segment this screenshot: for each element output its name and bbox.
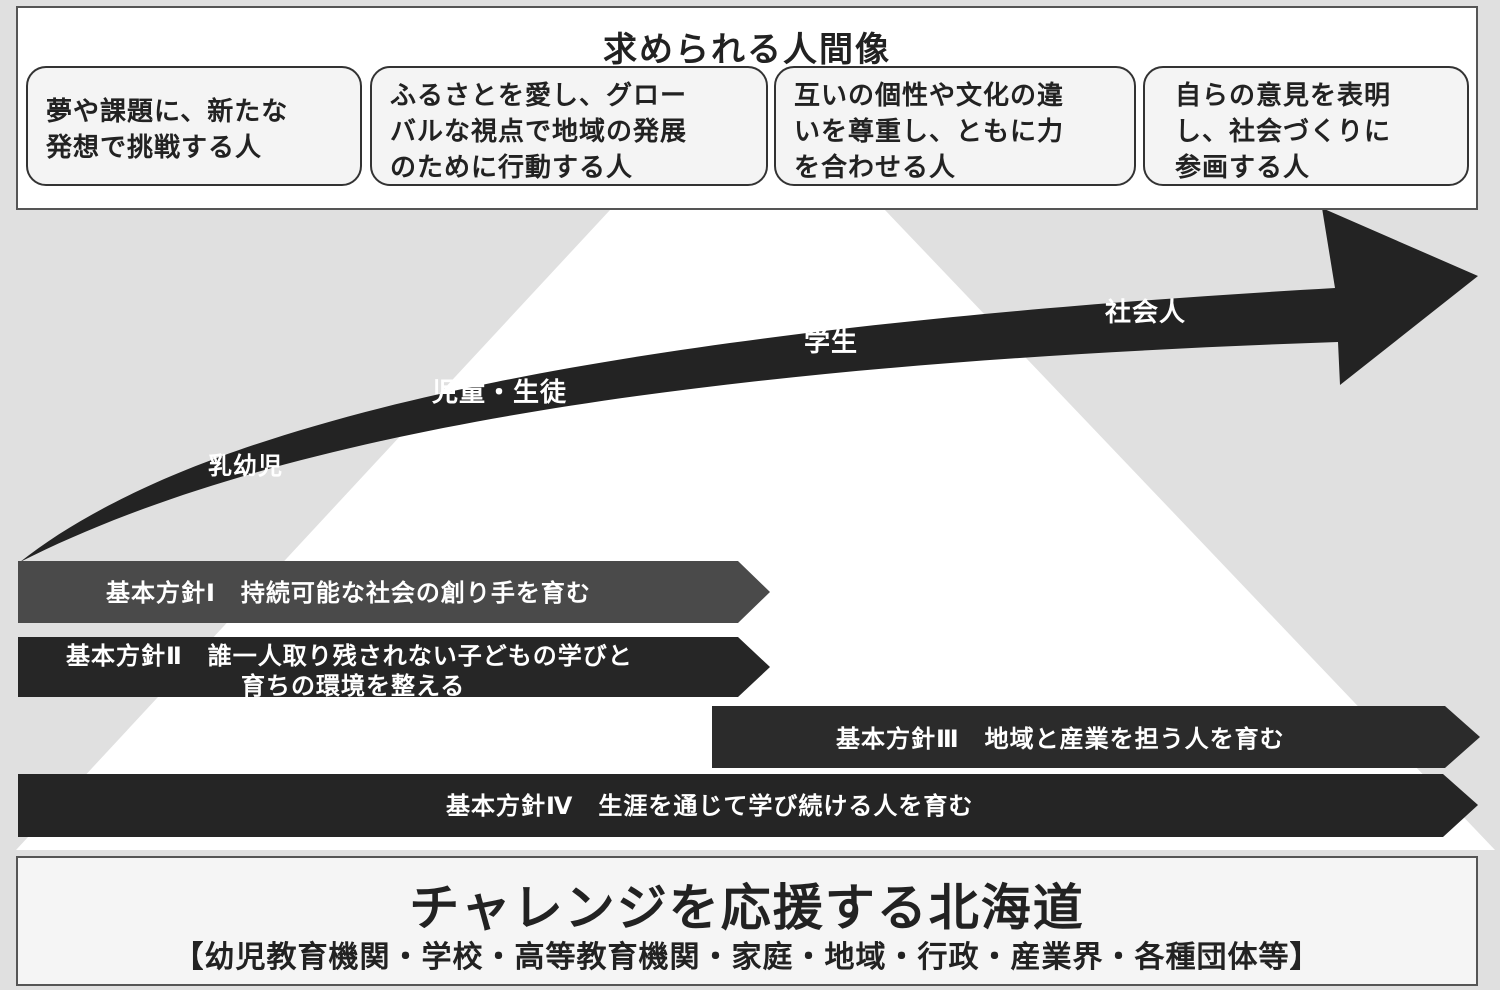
stage-adult: 社会人 (1105, 298, 1187, 328)
policy-4-label: 基本方針Ⅳ 生涯を通じて学び続ける人を育む (446, 792, 974, 820)
policy-2-label: 基本方針Ⅱ 誰一人取り残されない子どもの学びと 育ちの環境を整える (66, 642, 633, 700)
policy-arrow-3 (712, 706, 1480, 768)
policy-1-label: 基本方針Ⅰ 持続可能な社会の創り手を育む (106, 579, 591, 607)
support-title: チャレンジを応援する北海道 (409, 879, 1085, 937)
trait-challenge: 夢や課題に、新たな 発想で挑戦する人 (26, 66, 362, 186)
stage-infant: 乳幼児 (208, 452, 283, 480)
policy-arrow-4 (18, 774, 1478, 837)
trait-diversity: 互いの個性や文化の違 いを尊重し、ともに力 を合わせる人 (774, 66, 1136, 186)
policy-3-label: 基本方針Ⅲ 地域と産業を担う人を育む (836, 725, 1285, 753)
ideal-person-title: 求められる人間像 (603, 30, 891, 70)
trait-hometown: ふるさとを愛し、グロー バルな視点で地域の発展 のために行動する人 (370, 66, 768, 186)
stage-student: 学生 (804, 328, 859, 358)
support-panel: チャレンジを応援する北海道 【幼児教育機関・学校・高等教育機関・家庭・地域・行政… (16, 856, 1478, 986)
stage-pupil: 児童・生徒 (432, 378, 568, 408)
trait-participation: 自らの意見を表明 し、社会づくりに 参画する人 (1143, 66, 1469, 186)
policy-arrow-1 (18, 561, 770, 623)
growth-arrow (20, 208, 1478, 562)
support-subtitle: 【幼児教育機関・学校・高等教育機関・家庭・地域・行政・産業界・各種団体等】 (173, 940, 1321, 975)
policy-arrow-2 (18, 637, 770, 697)
ideal-person-panel: 求められる人間像 夢や課題に、新たな 発想で挑戦する人 ふるさとを愛し、グロー … (16, 6, 1478, 210)
